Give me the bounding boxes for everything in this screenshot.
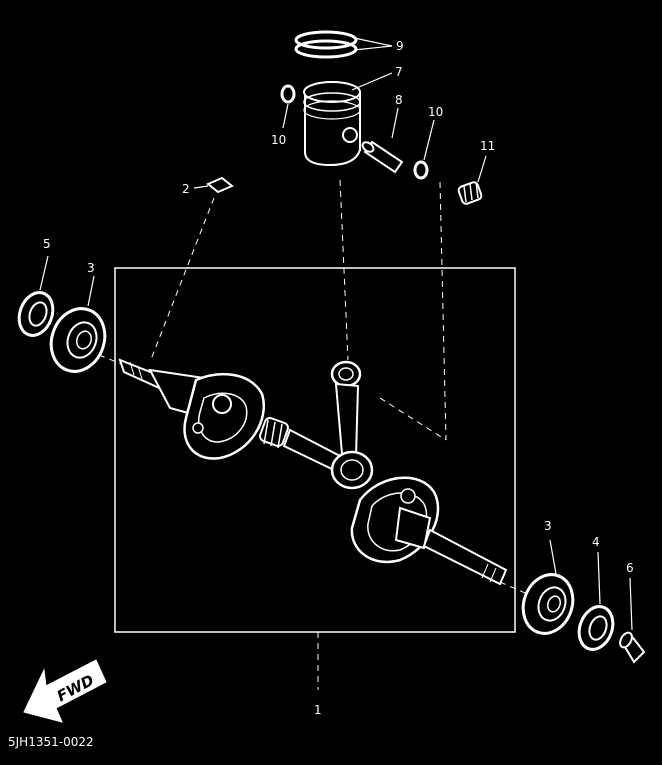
drawing-code: 5JH1351-0022 bbox=[8, 735, 94, 749]
crankshaft-left-half bbox=[118, 358, 265, 460]
callout-3b: 3 bbox=[544, 519, 552, 533]
guide-lines bbox=[98, 179, 533, 690]
piston bbox=[303, 81, 361, 167]
piston-pin bbox=[361, 140, 404, 174]
callout-9: 9 bbox=[396, 39, 404, 53]
callout-10b: 10 bbox=[428, 105, 443, 119]
callout-3a: 3 bbox=[87, 261, 95, 275]
leader-8 bbox=[391, 107, 399, 139]
leader-7 bbox=[351, 72, 393, 91]
leader-4 bbox=[597, 551, 601, 605]
leader-6 bbox=[629, 577, 633, 631]
leader-3b bbox=[549, 539, 557, 575]
crankshaft-right-half bbox=[350, 476, 508, 586]
oil-seal-left bbox=[17, 291, 55, 337]
leader-10a bbox=[282, 103, 289, 129]
clip-right bbox=[413, 160, 429, 180]
leader-11 bbox=[477, 155, 487, 183]
callout-leaders-9 bbox=[353, 37, 393, 51]
callout-7: 7 bbox=[395, 65, 403, 79]
oil-seal-right bbox=[577, 605, 615, 651]
callout-5: 5 bbox=[43, 237, 51, 251]
crank-pin-bearing bbox=[259, 417, 289, 449]
callout-11: 11 bbox=[480, 139, 495, 153]
callout-2: 2 bbox=[182, 182, 190, 196]
collar bbox=[619, 631, 646, 664]
bearing-right bbox=[521, 573, 575, 635]
callout-1: 1 bbox=[314, 703, 322, 717]
callout-8: 8 bbox=[395, 93, 403, 107]
leader-10b bbox=[423, 119, 435, 161]
woodruff-key bbox=[206, 176, 234, 194]
small-end-bearing bbox=[457, 181, 483, 205]
piston-rings bbox=[294, 30, 358, 59]
connecting-rod bbox=[330, 360, 374, 490]
callout-6: 6 bbox=[626, 561, 634, 575]
leader-2 bbox=[193, 185, 209, 189]
callout-numbers: 1 2 3 3 4 5 6 7 8 9 10 10 11 bbox=[43, 39, 634, 717]
bearing-left bbox=[49, 307, 107, 373]
callout-10a: 10 bbox=[271, 133, 286, 147]
assembly-frame bbox=[114, 267, 516, 633]
clip-left bbox=[280, 84, 296, 104]
leader-3a bbox=[87, 275, 95, 307]
leader-5 bbox=[39, 255, 49, 291]
callout-4: 4 bbox=[592, 535, 600, 549]
